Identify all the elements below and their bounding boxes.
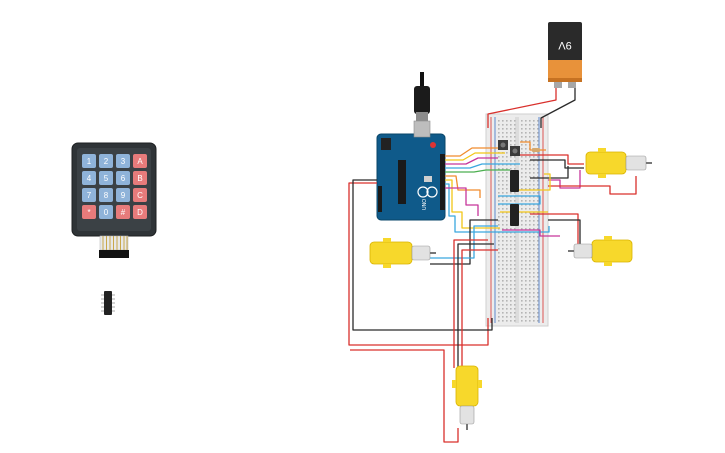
keypad-key-7[interactable]: 7 bbox=[82, 188, 96, 202]
keypad-key-label: 1 bbox=[87, 157, 92, 166]
dc-motor-bottom[interactable] bbox=[452, 365, 482, 430]
arduino-logo bbox=[417, 186, 438, 198]
battery-label: 9V bbox=[558, 39, 572, 51]
dc-motor-left[interactable] bbox=[369, 238, 436, 268]
keypad-key-4[interactable]: 4 bbox=[82, 171, 96, 185]
pushbutton-1[interactable] bbox=[498, 140, 508, 150]
dc-motor-top-right[interactable] bbox=[585, 148, 652, 178]
keypad-key-label: C bbox=[137, 191, 143, 200]
keypad-key-label: 2 bbox=[104, 157, 109, 166]
arduino-uno-board[interactable]: UNO bbox=[376, 120, 446, 221]
keypad-key-label: B bbox=[137, 174, 142, 183]
keypad-key-#[interactable]: # bbox=[116, 205, 130, 219]
keypad-key-label: 9 bbox=[121, 191, 126, 200]
keypad-key-*[interactable]: * bbox=[82, 205, 96, 219]
keypad-key-B[interactable]: B bbox=[133, 171, 147, 185]
keypad-key-8[interactable]: 8 bbox=[99, 188, 113, 202]
keypad-key-label: 5 bbox=[104, 174, 109, 183]
dc-motor-right[interactable] bbox=[568, 236, 633, 266]
keypad-key-label: 8 bbox=[104, 191, 109, 200]
ic-chip-breadboard-1[interactable] bbox=[510, 170, 519, 192]
usb-cable bbox=[414, 72, 430, 122]
keypad-key-5[interactable]: 5 bbox=[99, 171, 113, 185]
keypad-key-label: D bbox=[137, 208, 143, 217]
pushbutton-2[interactable] bbox=[510, 146, 520, 156]
keypad-4x4[interactable]: 1 2 3 A 4 5 6 B 7 8 9 C * 0 # D bbox=[71, 142, 157, 258]
keypad-key-label: * bbox=[87, 208, 90, 217]
keypad-key-label: 6 bbox=[121, 174, 126, 183]
wire-battery-negative bbox=[540, 88, 576, 128]
keypad-key-label: 7 bbox=[87, 191, 92, 200]
keypad-key-label: # bbox=[121, 208, 126, 217]
keypad-key-C[interactable]: C bbox=[133, 188, 147, 202]
arduino-model-label: UNO bbox=[422, 199, 428, 210]
keypad-key-D[interactable]: D bbox=[133, 205, 147, 219]
keypad-key-label: 0 bbox=[104, 208, 109, 217]
keypad-key-label: 3 bbox=[121, 157, 126, 166]
battery-9v[interactable]: 9V bbox=[548, 22, 582, 88]
wires bbox=[348, 88, 637, 443]
resistor[interactable] bbox=[532, 148, 540, 152]
keypad-ribbon-connector bbox=[99, 235, 129, 258]
keypad-keys: 1 2 3 A 4 5 6 B 7 8 9 C * 0 # D bbox=[82, 154, 147, 219]
keypad-key-0[interactable]: 0 bbox=[99, 205, 113, 219]
ic-chip-breadboard-2[interactable] bbox=[510, 204, 519, 226]
wire-battery-positive bbox=[487, 88, 557, 128]
keypad-key-2[interactable]: 2 bbox=[99, 154, 113, 168]
keypad-key-6[interactable]: 6 bbox=[116, 171, 130, 185]
keypad-key-9[interactable]: 9 bbox=[116, 188, 130, 202]
keypad-key-label: 4 bbox=[87, 174, 92, 183]
keypad-key-label: A bbox=[137, 157, 143, 166]
keypad-key-1[interactable]: 1 bbox=[82, 154, 96, 168]
ic-chip-loose[interactable] bbox=[101, 291, 115, 315]
keypad-key-3[interactable]: 3 bbox=[116, 154, 130, 168]
keypad-key-A[interactable]: A bbox=[133, 154, 147, 168]
